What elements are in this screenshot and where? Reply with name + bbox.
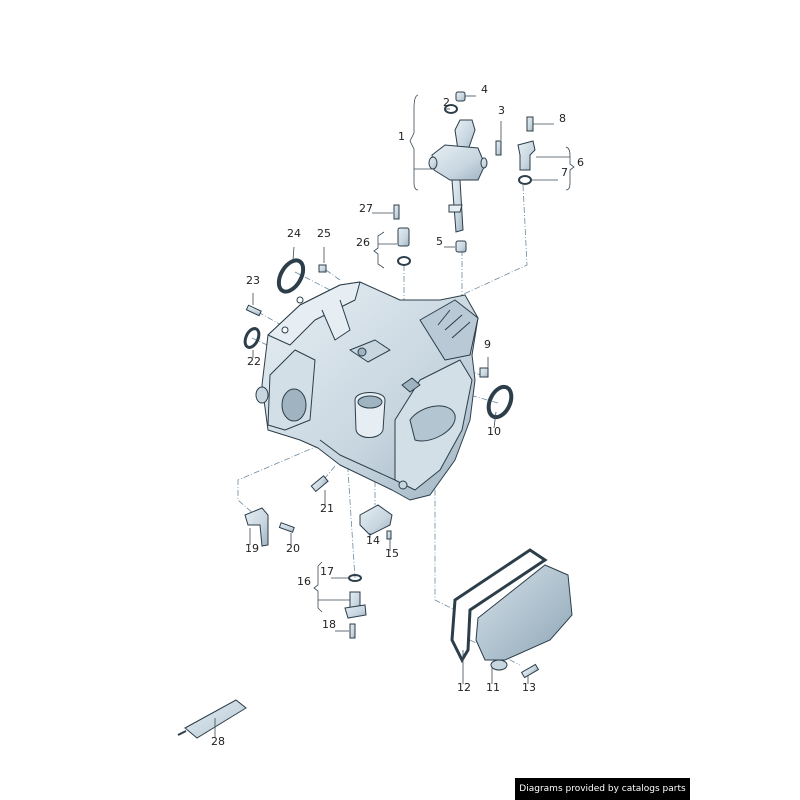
callout-8: 8 <box>559 112 566 125</box>
part-20-bolt <box>278 522 295 533</box>
callout-14: 14 <box>366 534 380 547</box>
callout-21: 21 <box>320 502 334 515</box>
part-24-seal <box>276 258 306 294</box>
part-3-bolt <box>495 140 502 156</box>
callout-7: 7 <box>561 166 568 179</box>
part-7-o-ring <box>518 175 532 185</box>
part-16-guide <box>344 591 367 619</box>
part-19-sensor <box>244 507 269 547</box>
callout-9: 9 <box>484 338 491 351</box>
part-15-bolt <box>386 530 392 540</box>
callout-19: 19 <box>245 542 259 555</box>
callout-10: 10 <box>487 425 501 438</box>
part-11-cover <box>475 564 573 671</box>
part-1-shift-mechanism <box>428 119 488 233</box>
callout-17: 17 <box>320 565 334 578</box>
callout-25: 25 <box>317 227 331 240</box>
callout-3: 3 <box>498 104 505 117</box>
diagram-credit: Diagrams provided by catalogs parts <box>515 778 690 800</box>
part-9-plug <box>479 367 489 378</box>
part-4-cap <box>455 91 466 102</box>
callout-23: 23 <box>246 274 260 287</box>
callout-20: 20 <box>286 542 300 555</box>
callout-1: 1 <box>398 130 405 143</box>
callout-2: 2 <box>443 96 450 109</box>
part-5-cap <box>455 240 467 253</box>
callout-16: 16 <box>297 575 311 588</box>
callout-18: 18 <box>322 618 336 631</box>
part-25-plug <box>318 264 327 273</box>
leader-lines <box>214 94 575 738</box>
part-13-bolt <box>520 663 540 679</box>
part-10-seal <box>486 384 514 420</box>
callout-28: 28 <box>211 735 225 748</box>
callout-22: 22 <box>247 355 261 368</box>
callout-13: 13 <box>522 681 536 694</box>
part-27-bolt <box>393 204 400 220</box>
part-28-sealant-tube <box>177 699 247 739</box>
callout-26: 26 <box>356 236 370 249</box>
callout-27: 27 <box>359 202 373 215</box>
part-22-seal <box>243 327 261 349</box>
part-14-cover-plate <box>359 504 393 536</box>
part-21-switch <box>310 475 329 493</box>
callout-24: 24 <box>287 227 301 240</box>
part-6-bracket <box>517 140 536 171</box>
part-8-bolt <box>526 116 534 132</box>
callout-11: 11 <box>486 681 500 694</box>
part-26-sensor <box>397 227 411 266</box>
part-18-bolt <box>349 623 356 639</box>
callout-15: 15 <box>385 547 399 560</box>
callout-5: 5 <box>436 235 443 248</box>
part-23-bolt <box>245 304 262 317</box>
transmission-housing <box>255 281 479 501</box>
callout-12: 12 <box>457 681 471 694</box>
part-12-gasket <box>450 548 548 664</box>
callout-6: 6 <box>577 156 584 169</box>
callout-4: 4 <box>481 83 488 96</box>
